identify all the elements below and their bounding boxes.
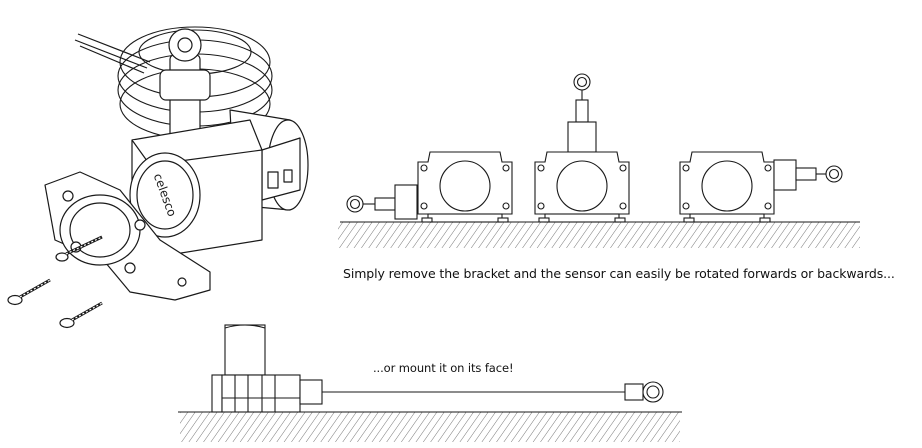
face-mounted-view — [178, 324, 682, 442]
caption-rotate: Simply remove the bracket and the sensor… — [343, 266, 895, 281]
sensor-view-cable-left — [346, 151, 513, 223]
orientation-views — [338, 73, 860, 248]
face-mounted-sensor — [211, 324, 664, 413]
face-ground-hatch — [180, 412, 680, 442]
sensor-view-cable-up — [534, 73, 630, 223]
ground-hatch — [338, 222, 860, 248]
screw-in-bracket — [55, 235, 103, 262]
sensor-view-cable-right — [679, 151, 843, 223]
connector-box — [261, 137, 301, 201]
caption-face-mount: ...or mount it on its face! — [373, 361, 514, 375]
exploded-sensor-drawing: celesco — [7, 26, 309, 329]
loose-screw-left — [7, 278, 51, 306]
loose-screw-right — [59, 301, 103, 329]
